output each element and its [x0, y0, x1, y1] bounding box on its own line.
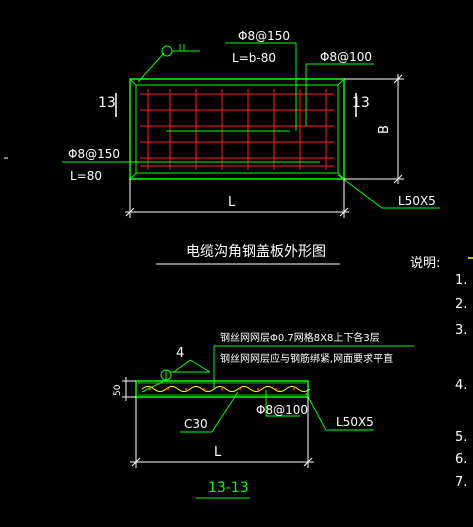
dim-thickness: 50: [113, 384, 123, 396]
note-item-6: 6.: [455, 452, 467, 467]
rebar-grid: [140, 89, 334, 170]
dim-length: L: [228, 195, 236, 210]
notes-panel: 说明: 1. 2. 3. 4. 5. 6. 7.: [410, 256, 473, 490]
top-bar-label: Φ8@150: [238, 29, 290, 43]
right-bar-label: Φ8@100: [320, 50, 372, 64]
note-item-7: 7.: [455, 475, 467, 490]
top-bar-length: L=b-80: [232, 51, 276, 65]
note-item-2: 2.: [455, 297, 467, 312]
plan-view: Φ8@150 L=b-80 Φ8@100 Φ8@150 L=80 13 13 L…: [62, 29, 440, 265]
section-title: 13-13: [208, 480, 249, 496]
cover-plate-inner-outline: [135, 84, 339, 174]
concrete-label: C30: [184, 417, 208, 431]
section-bar-label: Φ8@100: [256, 403, 308, 417]
dim-width-line: [344, 74, 404, 184]
section-mark-left: 13: [98, 95, 116, 111]
section-weld-number: 4: [176, 346, 184, 361]
dim-section-length: L: [214, 445, 222, 460]
mesh-note-line2: 钢丝网网层应与钢筋绑紧,网面要求平直: [220, 352, 393, 365]
section-view: 4 钢丝网网层Φ0.7网格8X8上下各3层 钢丝网网层应与钢筋绑紧,网面要求平直…: [113, 331, 414, 499]
dim-length-line: [125, 179, 349, 218]
weld-symbol-circle: [161, 45, 173, 57]
plan-title: 电缆沟角钢盖板外形图: [186, 244, 326, 260]
note-item-5: 5.: [455, 430, 467, 445]
left-bar-label: Φ8@150: [68, 147, 120, 161]
mesh-wave: [141, 386, 311, 392]
dim-thickness-line: [122, 377, 136, 401]
dim-section-length-line: [130, 397, 314, 468]
angle-label: L50X5: [398, 194, 436, 208]
rebar-dots: [148, 387, 296, 391]
note-item-4: 4.: [455, 378, 467, 393]
slab-outline: [135, 380, 309, 398]
dim-width: B: [377, 125, 392, 134]
left-bar-length: L=80: [70, 169, 102, 183]
notes-heading: 说明:: [410, 256, 440, 271]
section-mark-right: 13: [352, 95, 370, 111]
mesh-note-line1: 钢丝网网层Φ0.7网格8X8上下各3层: [220, 331, 380, 344]
note-item-3: 3.: [455, 323, 467, 338]
note-item-1: 1.: [455, 273, 467, 288]
section-angle-label: L50X5: [336, 415, 374, 429]
cover-plate-outline: [129, 78, 345, 180]
